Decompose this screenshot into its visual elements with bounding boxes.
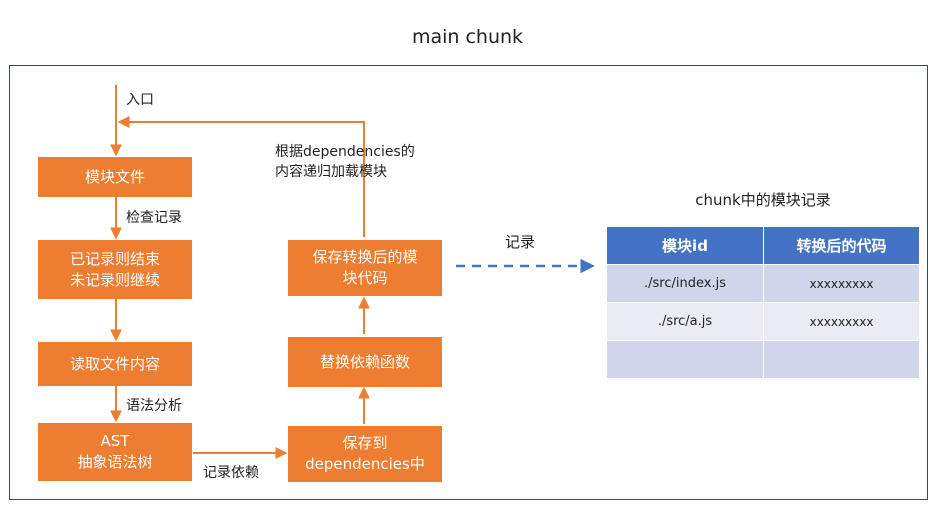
cell-module-id (606, 340, 764, 379)
cell-module-id: ./src/index.js (606, 264, 764, 303)
header-transformed-code: 转换后的代码 (763, 226, 920, 265)
syntax-analysis-label: 语法分析 (126, 398, 182, 414)
record-label: 记录 (505, 233, 536, 251)
cell-code: xxxxxxxxx (763, 302, 920, 341)
table-header-row: 模块id 转换后的代码 (606, 226, 920, 265)
arrow-recursive-loop (117, 116, 365, 237)
diagram-title: main chunk (411, 26, 524, 48)
main-chunk-frame (9, 65, 928, 500)
ast-box: AST 抽象语法树 (38, 423, 192, 481)
cell-code: xxxxxxxxx (763, 264, 920, 303)
record-deps-label: 记录依赖 (203, 465, 259, 481)
header-module-id: 模块id (606, 226, 764, 265)
entry-label: 入口 (126, 92, 154, 108)
replace-fn-box: 替换依赖函数 (288, 337, 442, 387)
cell-module-id: ./src/a.js (606, 302, 764, 341)
recursive-load-label: 根据dependencies的 内容递归加载模块 (275, 144, 415, 180)
module-file-box: 模块文件 (38, 157, 192, 197)
module-record-table: 模块id 转换后的代码 ./src/index.js xxxxxxxxx ./s… (606, 226, 920, 379)
table-caption: chunk中的模块记录 (695, 191, 831, 209)
check-record-label: 检查记录 (126, 210, 182, 226)
table-row (606, 340, 920, 379)
save-deps-box: 保存到 dependencies中 (288, 426, 442, 482)
table-row: ./src/a.js xxxxxxxxx (606, 302, 920, 341)
table-row: ./src/index.js xxxxxxxxx (606, 264, 920, 303)
cell-code (763, 340, 920, 379)
save-code-box: 保存转换后的模 块代码 (288, 240, 442, 296)
recorded-check-box: 已记录则结束 未记录则继续 (38, 240, 192, 299)
read-content-box: 读取文件内容 (38, 342, 192, 386)
